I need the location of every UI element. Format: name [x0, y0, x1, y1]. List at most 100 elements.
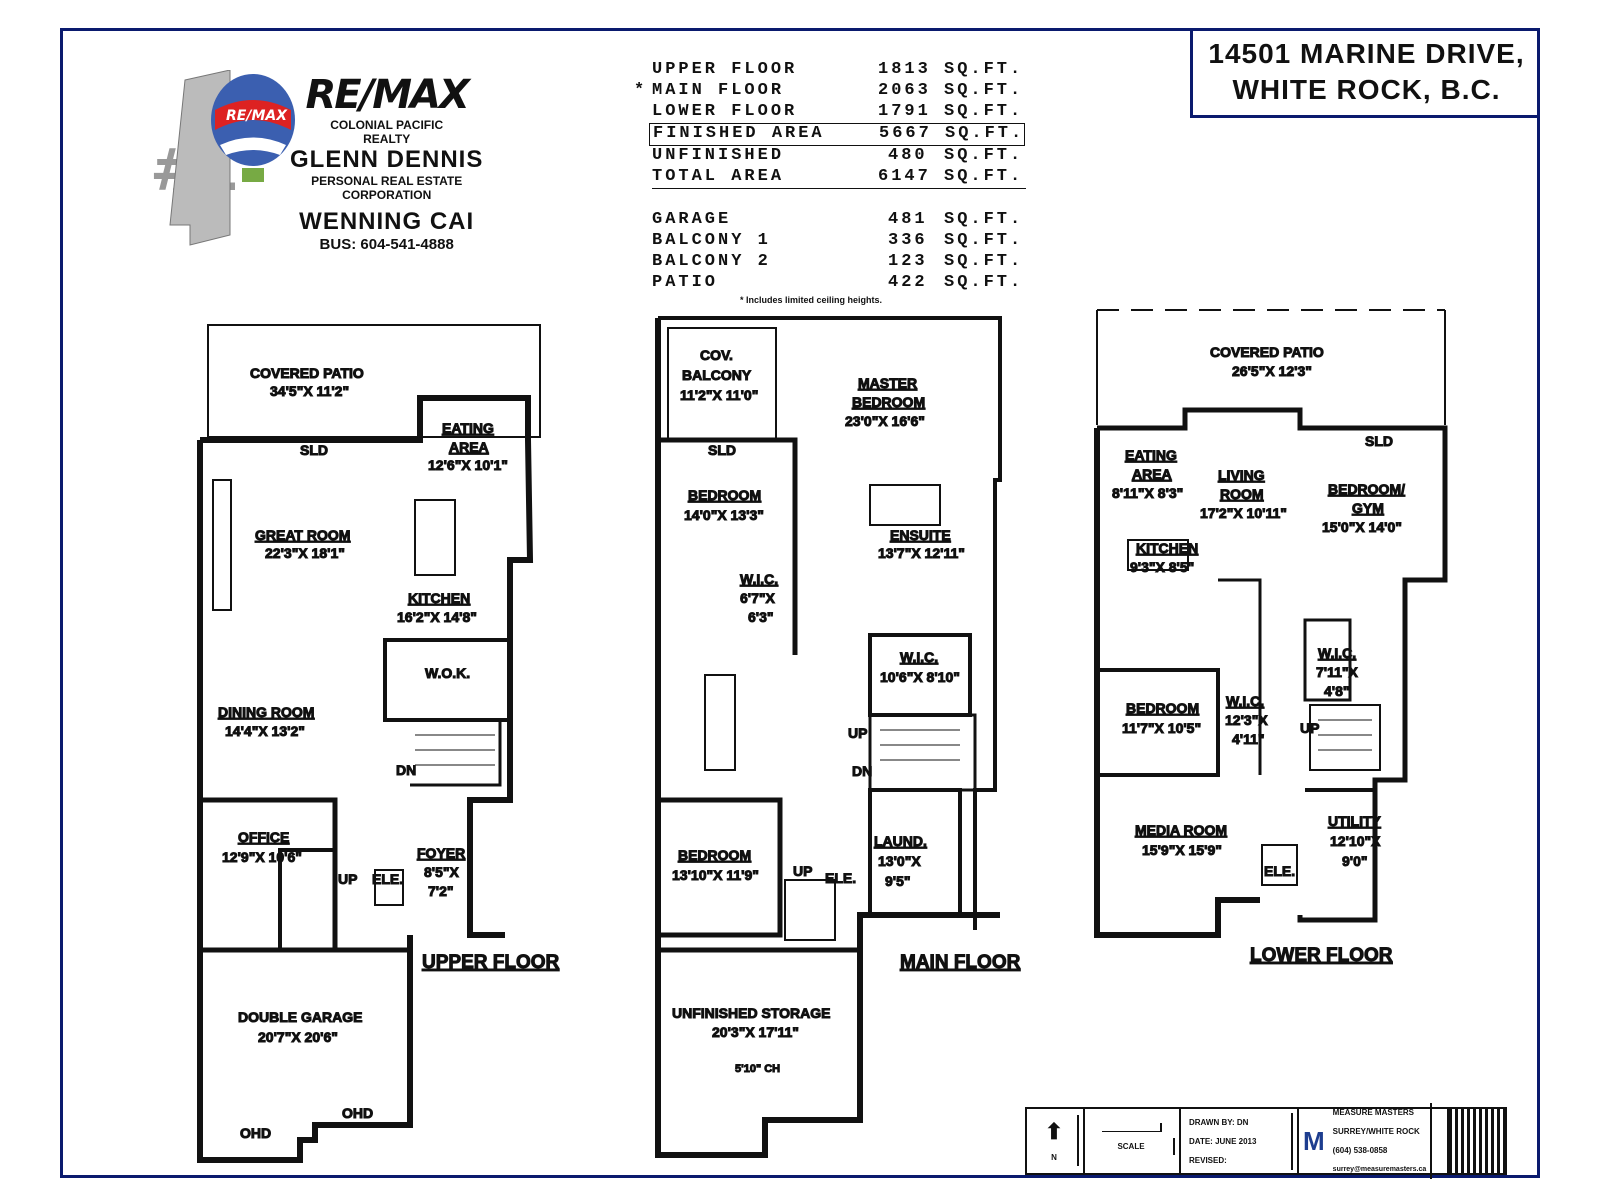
upper-covered-patio-label: COVERED PATIO [250, 365, 364, 381]
ceiling-note: * Includes limited ceiling heights. [740, 295, 883, 305]
office-line2: REALTY [363, 132, 411, 146]
lower-gym-dim: 15'0"X 14'0" [1322, 519, 1402, 535]
main-storage-dim: 20'3"X 17'11" [712, 1024, 799, 1040]
upper-foyer-dim1: 8'5"X [424, 864, 460, 880]
upper-garage-label: DOUBLE GARAGE [238, 1009, 362, 1025]
main-ensuite-label: ENSUITE [890, 527, 951, 543]
lower-wic2-label: W.I.C. [1318, 645, 1356, 661]
lower-covered-patio-dim: 26'5"X 12'3" [1232, 363, 1312, 379]
address-line2: WHITE ROCK, B.C. [1232, 74, 1501, 105]
main-laund-dim1: 13'0"X [878, 853, 921, 869]
lower-wic1-dim1: 12'3"X [1225, 712, 1268, 728]
svg-text:RE/MAX: RE/MAX [226, 108, 288, 124]
upper-eating-dim: 12'6"X 10'1" [428, 457, 508, 473]
main-sld: SLD [708, 442, 736, 458]
upper-ele: ELE. [372, 871, 403, 887]
main-wic1-dim2: 6'3" [748, 609, 774, 625]
main-storage-label: UNFINISHED STORAGE [672, 1005, 830, 1021]
north-arrow-icon: ⬆ [1031, 1115, 1079, 1149]
lower-eating-dim: 8'11"X 8'3" [1112, 485, 1183, 501]
main-wic1-dim1: 6'7"X [740, 590, 776, 606]
upper-sld: SLD [300, 442, 328, 458]
agent-name-2: WENNING CAI [299, 208, 475, 235]
lower-wic2-dim2: 4'8" [1324, 683, 1350, 699]
lower-gym-label1: BEDROOM/ [1328, 481, 1405, 497]
main-master-label1: MASTER [858, 375, 917, 391]
upper-covered-patio-dim: 34'5"X 11'2" [270, 383, 349, 399]
main-wic2-dim: 10'6"X 8'10" [880, 669, 960, 685]
main-bedroom2-label: BEDROOM [678, 847, 751, 863]
lower-living-label1: LIVING [1218, 467, 1265, 483]
upper-dn: DN [396, 762, 416, 778]
lower-kitchen-dim: 9'3"X 8'5" [1130, 559, 1194, 575]
lower-sld: SLD [1365, 433, 1393, 449]
agent-phone: BUS: 604-541-4888 [319, 236, 454, 253]
upper-ohd-2: OHD [342, 1105, 373, 1121]
main-wic1-label: W.I.C. [740, 571, 778, 587]
upper-foyer-label: FOYER [417, 845, 465, 861]
lower-utility-dim2: 9'0" [1342, 853, 1368, 869]
main-ensuite-dim: 13'7"X 12'11" [878, 545, 965, 561]
company-info: M MEASURE MASTERS SURREY/WHITE ROCK (604… [1299, 1103, 1449, 1179]
north-arrow: ⬆ N [1027, 1109, 1085, 1173]
lower-utility-dim1: 12'10"X [1330, 833, 1381, 849]
lower-kitchen-label: KITCHEN [1136, 540, 1198, 556]
lower-gym-label2: GYM [1352, 500, 1384, 516]
upper-floor-plan [197, 324, 541, 1163]
upper-ohd-1: OHD [240, 1125, 271, 1141]
office-line1: COLONIAL PACIFIC [330, 118, 444, 132]
lower-living-dim: 17'2"X 10'11" [1200, 505, 1287, 521]
upper-kitchen-label: KITCHEN [408, 590, 470, 606]
measure-masters-logo: M [1303, 1125, 1325, 1156]
drawing-info: DRAWN BY: DN DATE: JUNE 2013 REVISED: [1181, 1109, 1299, 1173]
main-master-label2: BEDROOM [852, 394, 925, 410]
upper-dining-label: DINING ROOM [218, 704, 314, 720]
main-balcony-label1: COV. [700, 347, 733, 363]
lower-media-dim: 15'9"X 15'9" [1142, 842, 1222, 858]
agent-block: RE/MAX COLONIAL PACIFIC REALTY GLENN DEN… [290, 72, 483, 253]
main-wic2-label: W.I.C. [900, 649, 938, 665]
upper-kitchen-dim: 16'2"X 14'8" [397, 609, 477, 625]
upper-office-dim: 12'9"X 10'6" [222, 849, 302, 865]
main-bedroom2-dim: 13'10"X 11'9" [672, 867, 759, 883]
agent-name: GLENN DENNIS [290, 146, 484, 173]
main-bedroom1-dim: 14'0"X 13'3" [684, 507, 764, 523]
main-storage-ch: 5'10" CH [735, 1063, 780, 1075]
upper-great-room-label: GREAT ROOM [255, 527, 350, 543]
lower-bedroom-label: BEDROOM [1126, 700, 1199, 716]
main-balcony-dim: 11'2"X 11'0" [680, 387, 758, 403]
lower-wic2-dim1: 7'11"X [1316, 664, 1359, 680]
upper-garage-dim: 20'7"X 20'6" [258, 1029, 338, 1045]
sheet-border [60, 28, 1540, 1178]
corp-line1: PERSONAL REAL ESTATE [311, 174, 463, 188]
upper-dining-dim: 14'4"X 13'2" [225, 723, 305, 739]
address-line1: 14501 MARINE DRIVE, [1208, 38, 1525, 69]
main-floor-title: MAIN FLOOR [900, 952, 1021, 973]
upper-wok-label: W.O.K. [425, 665, 470, 681]
lower-floor-plan [1094, 309, 1448, 938]
main-laund-dim2: 9'5" [885, 873, 911, 889]
property-address: 14501 MARINE DRIVE, WHITE ROCK, B.C. [1190, 30, 1540, 118]
lower-eating-label2: AREA [1132, 466, 1172, 482]
upper-office-label: OFFICE [238, 829, 289, 845]
main-laund-label: LAUND. [874, 833, 927, 849]
title-block: ⬆ N SCALE DRAWN BY: DN DATE: JUNE 2013 R… [1025, 1103, 1507, 1179]
lower-wic1-dim2: 4'11" [1232, 731, 1265, 747]
lower-media-label: MEDIA ROOM [1135, 822, 1227, 838]
main-balcony-label2: BALCONY [682, 367, 752, 383]
lower-eating-label1: EATING [1125, 447, 1177, 463]
main-master-dim: 23'0"X 16'6" [845, 413, 925, 429]
main-ele: ELE. [825, 870, 856, 886]
main-dn: DN [852, 763, 872, 779]
lower-living-label2: ROOM [1220, 486, 1264, 502]
main-up: UP [848, 725, 867, 741]
lower-wic1-label: W.I.C. [1226, 693, 1264, 709]
